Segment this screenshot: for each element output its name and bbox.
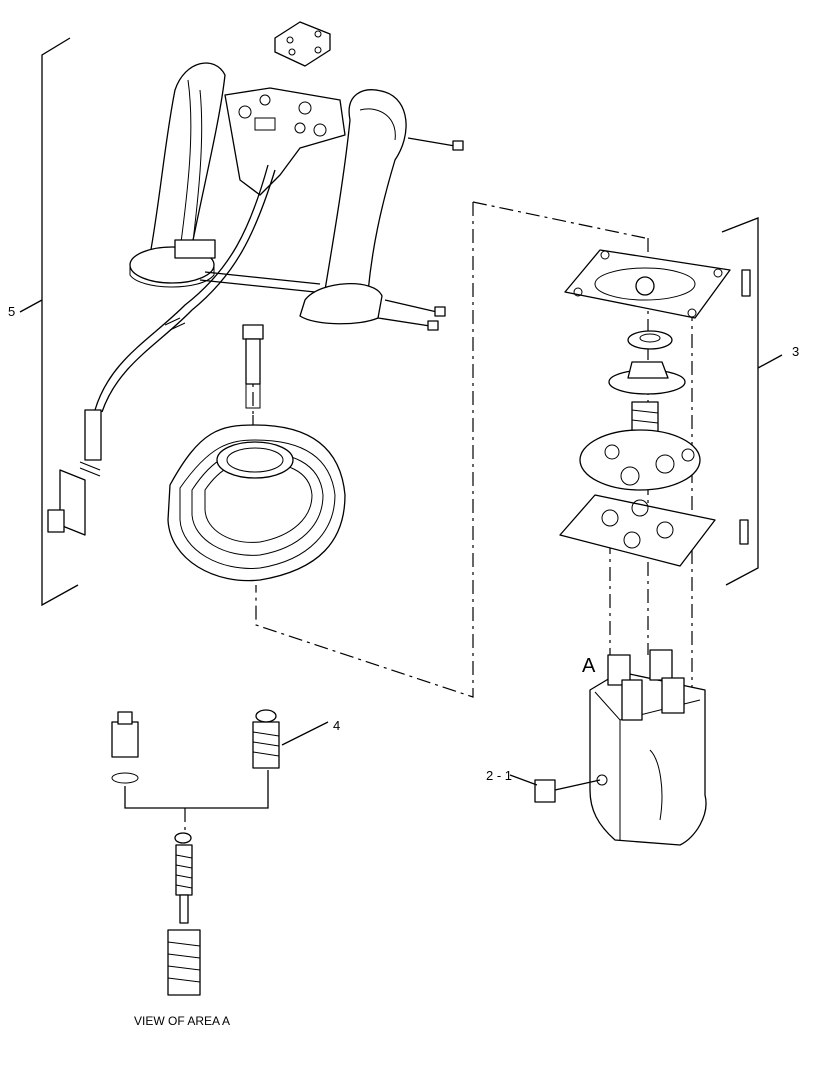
screws: [377, 137, 464, 331]
cone-washer: [608, 361, 686, 395]
rubber-boot: [167, 424, 346, 582]
valve-body: [589, 649, 707, 846]
seal-ring: [627, 330, 673, 350]
bracket-3: [721, 217, 783, 586]
pivot-bolt: [242, 324, 264, 409]
top-plate: [564, 249, 751, 319]
base-plate: [559, 494, 749, 567]
area-label: A: [582, 655, 596, 677]
callout-5: 5: [8, 304, 15, 319]
callout-3: 3: [792, 344, 799, 359]
cam-plate: [579, 429, 701, 491]
bracket-5: [19, 37, 79, 607]
callout-2-1: 2 - 1: [486, 768, 512, 783]
callout-4: 4: [333, 718, 340, 733]
wire-harness: [47, 164, 276, 536]
joystick-handle: [129, 21, 407, 325]
detail-view-a: [111, 709, 329, 996]
detail-caption: VIEW OF AREA A: [134, 1014, 230, 1028]
plug: [509, 774, 601, 803]
